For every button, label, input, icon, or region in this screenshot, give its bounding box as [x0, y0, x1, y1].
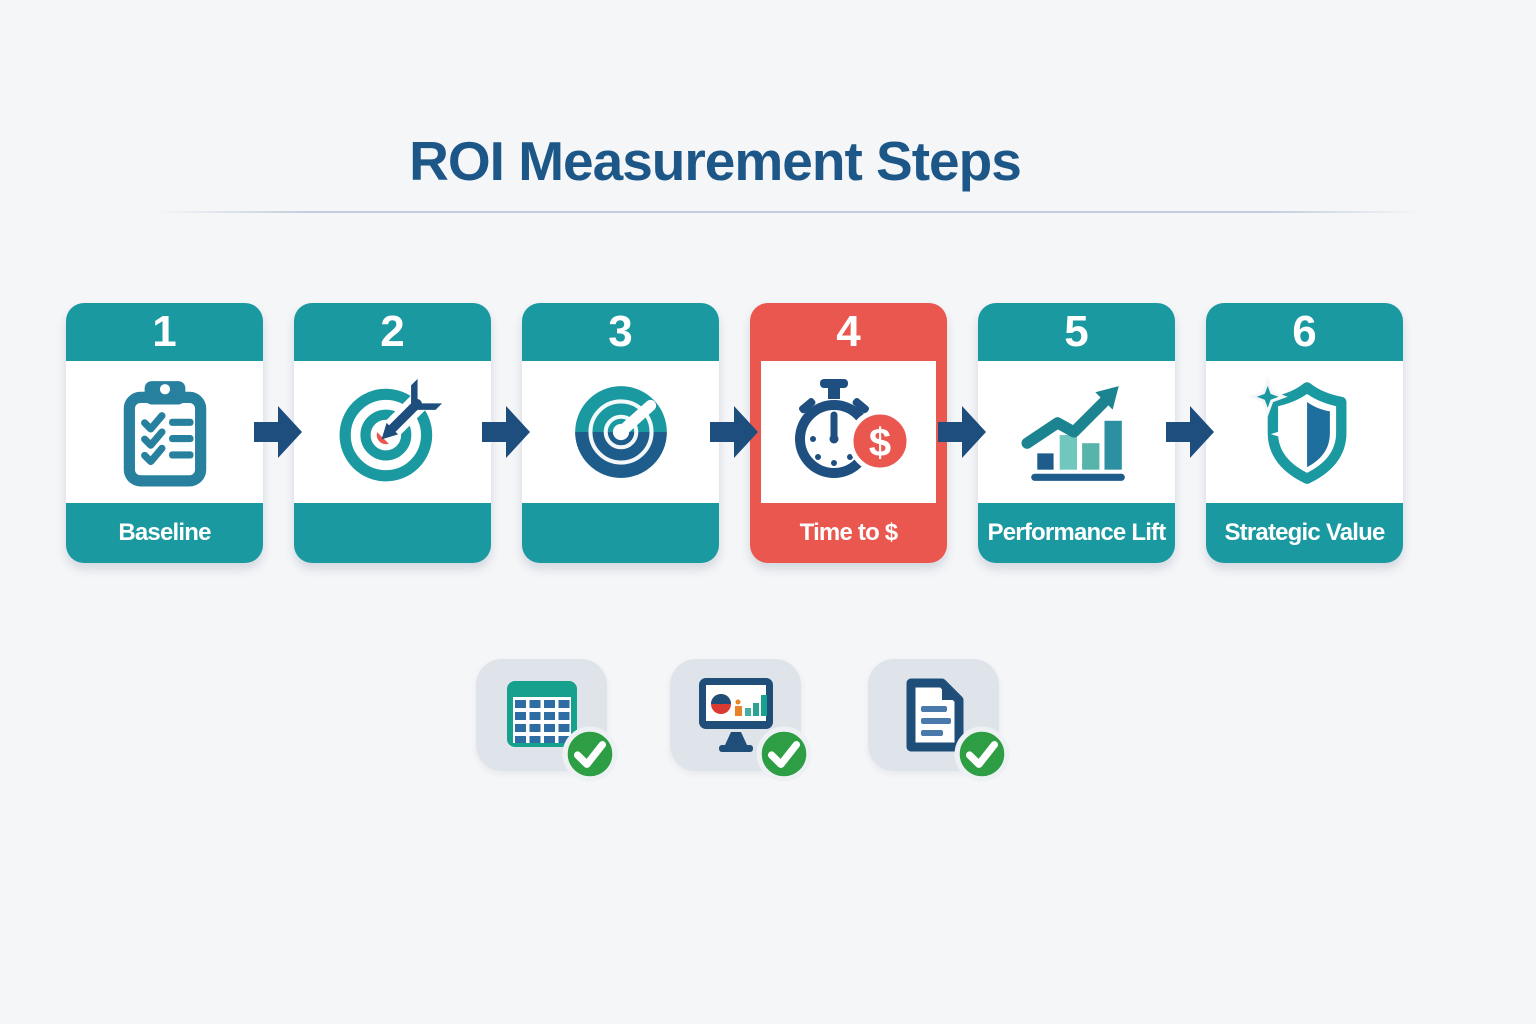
- artifact-tile-dashboard: [670, 659, 812, 782]
- spreadsheet-icon: [506, 681, 577, 747]
- step-label: Time to $: [799, 519, 899, 546]
- dashboard-monitor-icon: [698, 678, 773, 752]
- step-number: 1: [152, 307, 177, 356]
- step-card-5: 5 Performance Lift: [978, 303, 1175, 563]
- step-label: Baseline: [118, 519, 211, 546]
- step-card-6: 6 Strategic Value: [1206, 303, 1403, 563]
- flow-arrow-icon: [1166, 406, 1214, 458]
- flow-arrow-icon: [482, 406, 530, 458]
- step-number: 2: [380, 307, 405, 356]
- flow-arrow-icon: [254, 406, 302, 458]
- flow-arrow-icon: [710, 406, 758, 458]
- step-number: 4: [836, 307, 861, 356]
- stopwatch-dollar-icon: $: [794, 379, 911, 478]
- step-number: 5: [1064, 307, 1089, 356]
- artifact-tile-document: [868, 659, 1010, 782]
- step-label: Strategic Value: [1224, 519, 1385, 546]
- check-badge-icon: [562, 726, 618, 782]
- step-card-1: 1 Baseline: [66, 303, 263, 563]
- page-title: ROI Measurement Steps: [409, 130, 1022, 192]
- step-label: Performance Lift: [987, 519, 1167, 546]
- step-card-4: 4 $ Time to $: [750, 303, 947, 563]
- step-card-3: 3: [522, 303, 719, 563]
- step-number: 3: [608, 307, 633, 356]
- check-badge-icon: [756, 726, 812, 782]
- target-dart-icon: [339, 378, 442, 482]
- artifact-tile-spreadsheet: [476, 659, 618, 782]
- sparkle-shield-icon: [1247, 376, 1346, 484]
- document-icon: [906, 678, 963, 752]
- flow-arrow-icon: [938, 406, 986, 458]
- radar-icon: [574, 386, 667, 478]
- step-label: [522, 503, 719, 563]
- step-card-2: 2: [294, 303, 491, 563]
- dollar-symbol: $: [868, 421, 890, 465]
- check-badge-icon: [954, 726, 1010, 782]
- title-divider: [155, 211, 1421, 213]
- clipboard-checklist-icon: [123, 381, 206, 487]
- step-label: [294, 503, 491, 563]
- growth-bars-icon: [1021, 386, 1125, 481]
- step-number: 6: [1292, 307, 1317, 356]
